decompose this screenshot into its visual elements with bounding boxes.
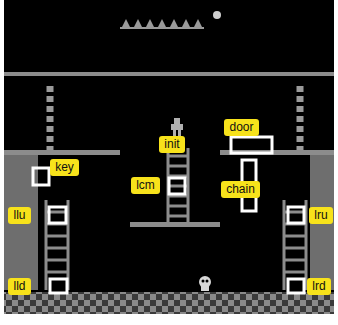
skull-enemy (199, 276, 211, 291)
lld-box (50, 279, 67, 293)
ladder-left (46, 200, 68, 290)
wall-right (310, 155, 334, 290)
region-label: lld (8, 278, 31, 295)
rope-right (297, 86, 304, 150)
lrd-box (288, 279, 304, 293)
ladder-right (284, 200, 306, 290)
label-text: lcm (136, 178, 155, 193)
lcm-box (169, 178, 185, 194)
spikes (120, 19, 204, 29)
door-box (231, 137, 272, 153)
label-text: door (229, 120, 253, 135)
item-icon (213, 11, 221, 19)
region-label: init (159, 136, 185, 153)
label-text: lld (13, 279, 25, 294)
background (4, 0, 334, 314)
ladder-center (168, 148, 188, 224)
platform-left (4, 150, 120, 155)
label-text: chain (226, 182, 255, 197)
region-label: chain (221, 181, 260, 198)
region-label: llu (8, 207, 31, 224)
label-text: llu (13, 208, 25, 223)
region-label: door (224, 119, 259, 136)
lru-box (288, 207, 304, 223)
label-text: lru (314, 208, 327, 223)
bottom-floor (4, 292, 334, 314)
rope-left (47, 86, 54, 150)
player-figure (171, 118, 183, 137)
region-boxes (33, 137, 304, 293)
upper-floor (4, 72, 334, 76)
label-text: lrd (312, 279, 325, 294)
label-text: key (55, 160, 74, 175)
label-text: init (164, 137, 179, 152)
region-label: lcm (131, 177, 160, 194)
platform-center (130, 222, 220, 227)
region-label: key (50, 159, 79, 176)
region-label: lru (309, 207, 333, 224)
region-label: lrd (307, 278, 331, 295)
llu-box (49, 207, 66, 223)
key-box (33, 168, 49, 185)
